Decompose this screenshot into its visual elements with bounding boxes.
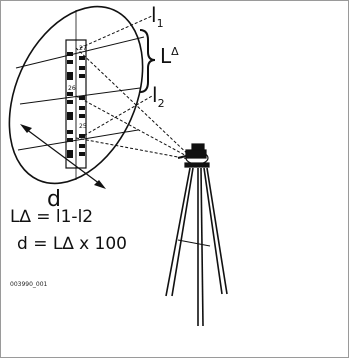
field-of-view-ellipse	[8, 5, 144, 185]
staff-number-27: 27	[79, 45, 87, 52]
sight-lines	[75, 15, 195, 161]
formula-line-1: L∆ = l1-l2	[10, 207, 94, 227]
crosshair-line-middle	[19, 87, 141, 105]
distance-arrow	[20, 124, 106, 189]
formula-line-2: d = L∆ x 100	[17, 234, 128, 254]
label-l1: l1	[151, 3, 164, 30]
label-distance: d	[47, 187, 61, 212]
figure-code: 003990_001	[10, 281, 48, 288]
level-instrument	[177, 143, 210, 168]
staff-number-26: 26	[68, 85, 76, 92]
levelling-staff: 27 26 25	[65, 39, 87, 169]
label-l-delta: LΔ	[160, 44, 179, 68]
crosshair-line-lower	[17, 129, 139, 151]
curly-brace	[139, 29, 156, 93]
tripod	[165, 167, 228, 327]
staff-number-25: 25	[79, 123, 87, 130]
crosshair-line-upper	[15, 36, 145, 69]
label-l2: l2	[152, 83, 165, 110]
